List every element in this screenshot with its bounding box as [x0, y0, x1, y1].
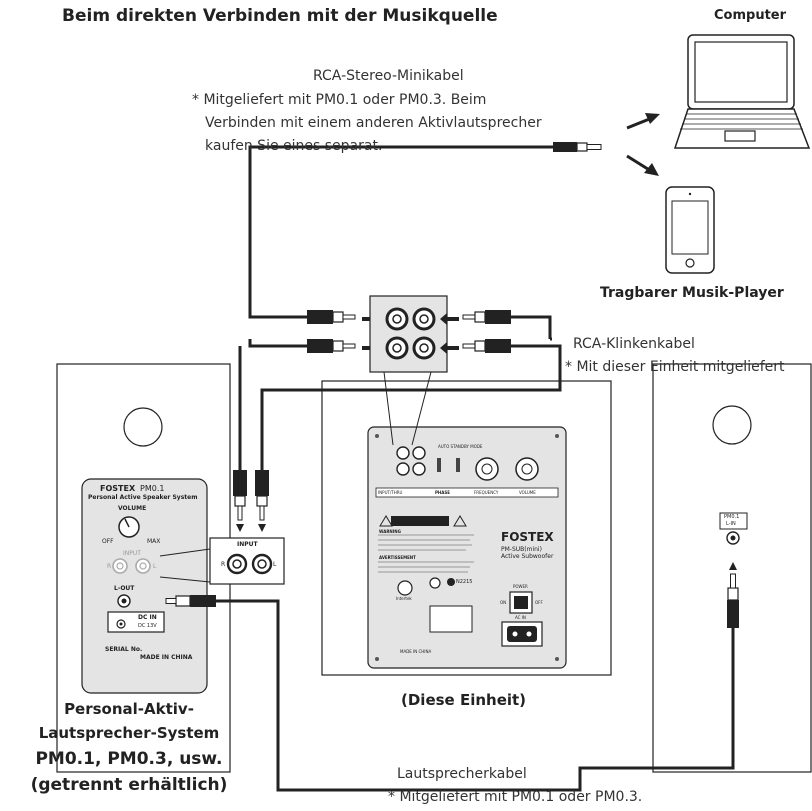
left-model: PM0.1	[140, 484, 165, 493]
rca-plugs-right	[440, 310, 511, 354]
sub-power: POWER	[513, 584, 528, 589]
pm01-label-tag	[719, 512, 748, 530]
sub-model: PM-SUB(mini)	[501, 546, 542, 553]
portable-player-icon	[665, 186, 715, 274]
rca-cable-name: RCA-Klinkenkabel	[573, 336, 695, 352]
subwoofer-caption: (Diese Einheit)	[401, 691, 527, 709]
rca-cable-note: * Mit dieser Einheit mitgeliefert	[565, 359, 785, 375]
input-callout	[159, 537, 285, 585]
left-speaker-driver	[123, 407, 163, 447]
mini-cable-note-3: kaufen Sie eines separat.	[205, 138, 383, 154]
mini-plug-body	[553, 142, 577, 152]
sub-tab-phase: PHASE	[435, 490, 450, 495]
left-serial-label: SERIAL No.	[105, 646, 143, 653]
mini-jack-cable	[248, 142, 602, 348]
left-speaker-caption-3: PM0.1, PM0.3, usw.	[35, 749, 223, 769]
callout-input-label: INPUT	[237, 541, 258, 548]
left-r-label: R	[107, 563, 112, 570]
sub-model-desc: Active Subwoofer	[501, 553, 554, 560]
left-dcin-label: DC IN	[138, 614, 157, 621]
callout-r-label: R	[221, 561, 226, 568]
left-dcspec-label: DC 13V	[138, 623, 157, 629]
sub-intertek: Intertek	[396, 596, 412, 601]
mini-cable-note-1: * Mitgeliefert mit PM0.1 oder PM0.3. Bei…	[192, 92, 487, 108]
callout-l-label: L	[273, 561, 277, 568]
left-speaker-caption-4: (getrennt erhältlich)	[30, 775, 228, 795]
page-title: Beim direkten Verbinden mit der Musikque…	[62, 6, 498, 26]
sub-warning: WARNING	[379, 529, 401, 534]
left-speaker-back-panel	[81, 478, 208, 694]
arrow-to-player-icon	[626, 154, 659, 176]
sub-tab-input: INPUT/THRU	[378, 490, 403, 495]
laptop-icon	[673, 34, 811, 149]
warning-label-block	[391, 516, 449, 526]
sub-autostandby: AUTO STANDBY MODE	[438, 444, 483, 449]
arrow-to-computer-icon	[626, 113, 660, 130]
sub-off: OFF	[535, 600, 543, 605]
rca-cable	[233, 315, 562, 532]
left-volume-label: VOLUME	[118, 505, 147, 512]
rca-hub	[369, 295, 448, 446]
frequency-knob-icon	[475, 457, 499, 481]
sub-tab-volume: VOLUME	[519, 490, 536, 495]
left-max-label: MAX	[147, 538, 161, 545]
input-jack-l-icon	[135, 558, 151, 574]
left-desc: Personal Active Speaker System	[88, 494, 198, 501]
sub-ncode: N2215	[456, 579, 473, 585]
input-jack-r-icon	[112, 558, 128, 574]
left-madein-label: MADE IN CHINA	[140, 654, 193, 661]
left-brand: FOSTEX	[100, 484, 136, 493]
left-off-label: OFF	[102, 538, 114, 545]
left-lout-label: L-OUT	[114, 585, 135, 592]
callout-jack-r-icon	[226, 553, 248, 575]
volume-knob-sub-icon	[515, 457, 539, 481]
subwoofer	[321, 380, 612, 676]
left-speaker	[56, 363, 231, 773]
computer-label: Computer	[714, 8, 787, 23]
sub-brand: FOSTEX	[501, 530, 554, 544]
right-tag-2: L-IN	[726, 521, 736, 527]
speaker-cable-name: Lautsprecherkabel	[397, 766, 527, 782]
sub-acin: AC IN	[515, 615, 526, 620]
sub-madein: MADE IN CHINA	[400, 649, 432, 654]
right-tag-1: PM0.1	[724, 514, 740, 520]
left-l-label: L	[153, 563, 157, 570]
mini-cable-name: RCA-Stereo-Minikabel	[313, 68, 464, 84]
sub-advertissement: AVERTISSEMENT	[379, 555, 416, 560]
right-speaker-driver	[712, 405, 752, 445]
sub-on: ON	[500, 600, 507, 605]
mini-cable-note-2: Verbinden mit einem anderen Aktivlautspr…	[205, 115, 542, 131]
callout-jack-l-icon	[251, 553, 273, 575]
left-speaker-caption-1: Personal-Aktiv-	[64, 700, 194, 718]
left-speaker-caption-2: Lautsprecher-System	[38, 724, 220, 742]
speaker-cable-note: * Mitgeliefert mit PM0.1 oder PM0.3.	[388, 789, 643, 805]
speaker-cable	[165, 562, 739, 792]
player-label: Tragbarer Musik-Player	[600, 285, 784, 301]
left-input-label: INPUT	[123, 550, 141, 557]
sub-tab-frequency: FREQUENCY	[474, 490, 499, 495]
serial-sticker	[429, 605, 473, 633]
